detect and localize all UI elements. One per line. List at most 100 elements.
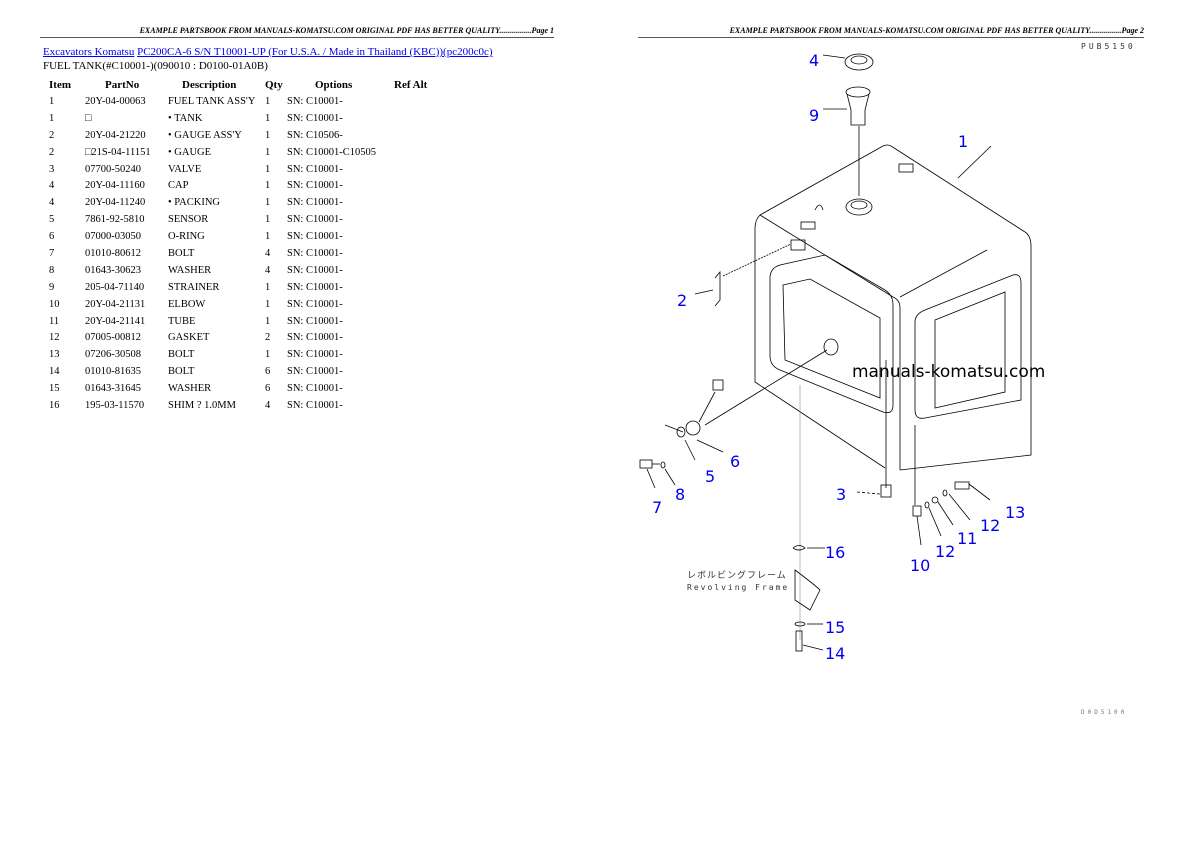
cell-qty: 1 bbox=[265, 298, 271, 310]
cell-partno: 20Y-04-21220 bbox=[85, 129, 146, 141]
watermark: manuals-komatsu.com bbox=[852, 362, 1046, 382]
callout-15[interactable]: 15 bbox=[825, 618, 846, 637]
cell-description: CAP bbox=[168, 180, 189, 192]
callout-14[interactable]: 14 bbox=[825, 644, 846, 663]
diagram-page: EXAMPLE PARTSBOOK FROM MANUALS-KOMATSU.C… bbox=[595, 0, 1190, 842]
cell-description: VALVE bbox=[168, 163, 202, 175]
cell-partno: 20Y-04-11240 bbox=[85, 197, 146, 209]
breadcrumb-link-excavators[interactable]: Excavators Komatsu bbox=[43, 46, 135, 58]
cell-description: FUEL TANK ASS'Y bbox=[168, 95, 256, 107]
cell-ref-alt bbox=[394, 279, 444, 296]
cell-item: 1 bbox=[49, 95, 55, 107]
callout-9[interactable]: 9 bbox=[809, 106, 820, 125]
cell-partno: 01010-81635 bbox=[85, 366, 141, 378]
cell-options: SN: C10001- bbox=[287, 349, 343, 361]
cell-options: SN: C10001- bbox=[287, 366, 343, 378]
column-header-qty: Qty bbox=[265, 78, 283, 91]
cell-qty: 4 bbox=[265, 264, 271, 276]
column-header-options: Options bbox=[315, 78, 353, 91]
callout-11[interactable]: 11 bbox=[957, 529, 978, 548]
breadcrumb-link-model[interactable]: PC200CA-6 S/N T10001-UP (For U.S.A. / Ma… bbox=[137, 46, 493, 58]
cell-item: 2 bbox=[49, 129, 55, 141]
cell-partno: 195-03-11570 bbox=[85, 399, 145, 411]
cell-description: WASHER bbox=[168, 264, 212, 276]
cell-partno: □ bbox=[85, 112, 92, 124]
cell-qty: 4 bbox=[265, 247, 271, 259]
column-header-partno: PartNo bbox=[105, 78, 140, 91]
callout-16[interactable]: 16 bbox=[825, 543, 846, 562]
cell-partno: 20Y-04-11160 bbox=[85, 180, 145, 192]
column-header-ref-alt: Ref Alt bbox=[394, 78, 428, 91]
cell-description: O-RING bbox=[168, 231, 205, 243]
cell-partno: 07700-50240 bbox=[85, 163, 141, 175]
cell-ref-alt bbox=[394, 245, 444, 262]
drawing-code: PUB5150 bbox=[1081, 42, 1136, 51]
cell-description: BOLT bbox=[168, 366, 195, 378]
cell-ref-alt bbox=[394, 313, 444, 330]
cell-description: ELBOW bbox=[168, 298, 206, 310]
cell-qty: 1 bbox=[265, 214, 271, 226]
callout-7[interactable]: 7 bbox=[652, 498, 663, 517]
callout-4[interactable]: 4 bbox=[809, 51, 820, 70]
callout-12[interactable]: 12 bbox=[980, 516, 1001, 535]
cell-description: • PACKING bbox=[168, 197, 221, 209]
cell-options: SN: C10001- bbox=[287, 231, 343, 243]
callout-12[interactable]: 12 bbox=[935, 542, 956, 561]
column-header-item: Item bbox=[49, 78, 71, 91]
cell-partno: 01010-80612 bbox=[85, 247, 141, 259]
callout-2[interactable]: 2 bbox=[677, 291, 688, 310]
callout-5[interactable]: 5 bbox=[705, 467, 716, 486]
cell-partno: 01643-30623 bbox=[85, 264, 141, 276]
cell-qty: 1 bbox=[265, 349, 271, 361]
cell-options: SN: C10001-C10505 bbox=[287, 146, 376, 158]
cell-options: SN: C10001- bbox=[287, 383, 343, 395]
cell-partno: 07000-03050 bbox=[85, 231, 141, 243]
drawing-code-bottom: D0D5100 bbox=[1081, 709, 1128, 716]
cell-qty: 1 bbox=[265, 146, 271, 158]
cell-options: SN: C10001- bbox=[287, 95, 343, 107]
cell-qty: 1 bbox=[265, 281, 271, 293]
callout-1[interactable]: 1 bbox=[958, 132, 969, 151]
revolving-frame-label-jp: レボルビングフレーム bbox=[687, 571, 787, 581]
cell-ref-alt bbox=[394, 346, 444, 363]
cell-description: • GAUGE ASS'Y bbox=[168, 129, 242, 141]
cell-description: TUBE bbox=[168, 315, 196, 327]
section-title: FUEL TANK(#C10001-)(090010 : D0100-01A0B… bbox=[43, 60, 268, 72]
cell-qty: 1 bbox=[265, 197, 271, 209]
cell-description: • GAUGE bbox=[168, 146, 212, 158]
callout-10[interactable]: 10 bbox=[910, 556, 931, 575]
cell-partno: □21S-04-11151 bbox=[85, 146, 151, 158]
cell-options: SN: C10001- bbox=[287, 298, 343, 310]
cell-ref-alt bbox=[394, 397, 444, 414]
cell-options: SN: C10001- bbox=[287, 332, 343, 344]
cell-item: 14 bbox=[49, 366, 60, 378]
cell-options: SN: C10001- bbox=[287, 112, 343, 124]
cell-item: 15 bbox=[49, 383, 60, 395]
cell-ref-alt bbox=[394, 380, 444, 397]
cell-item: 10 bbox=[49, 298, 60, 310]
cell-partno: 07005-00812 bbox=[85, 332, 141, 344]
cell-item: 3 bbox=[49, 163, 55, 175]
fuel-tank-exploded-diagram bbox=[639, 53, 1032, 652]
cell-partno: 205-04-71140 bbox=[85, 281, 145, 293]
callout-6[interactable]: 6 bbox=[730, 452, 741, 471]
cell-item: 12 bbox=[49, 332, 60, 344]
cell-item: 6 bbox=[49, 231, 55, 243]
callout-8[interactable]: 8 bbox=[675, 485, 686, 504]
cell-options: SN: C10001- bbox=[287, 399, 343, 411]
callout-3[interactable]: 3 bbox=[836, 485, 847, 504]
cell-ref-alt bbox=[394, 228, 444, 245]
callout-13[interactable]: 13 bbox=[1005, 503, 1026, 522]
cell-qty: 6 bbox=[265, 383, 271, 395]
cell-qty: 1 bbox=[265, 180, 271, 192]
